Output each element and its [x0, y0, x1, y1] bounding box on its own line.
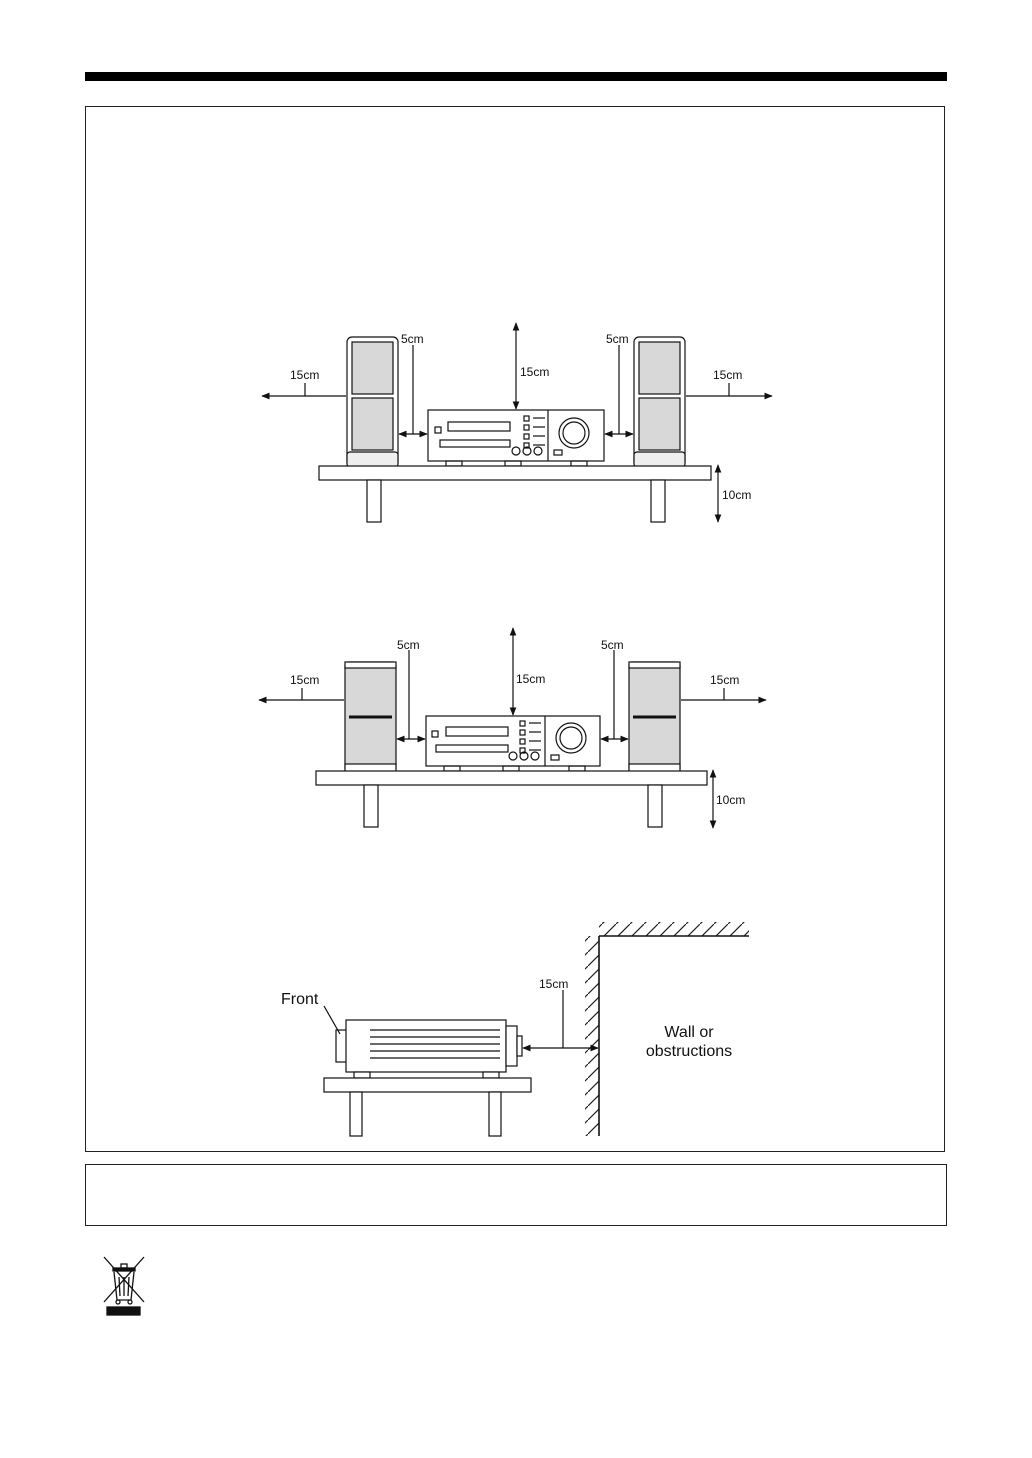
- main-unit-side: [336, 1020, 522, 1078]
- wall-label-line1: Wall or: [664, 1024, 714, 1041]
- d2-below-label: 10cm: [716, 793, 745, 807]
- d2-top-label: 15cm: [516, 672, 545, 686]
- d2-left-gap-label: 5cm: [397, 638, 420, 652]
- crossed-out-wheelie-bin-icon: [104, 1257, 144, 1315]
- main-unit-2: [426, 716, 600, 771]
- diagram-tall-speakers: [262, 323, 772, 522]
- diagram-box-speakers: [259, 628, 766, 828]
- d2-left-outer-label: 15cm: [290, 673, 319, 687]
- d1-left-gap-label: 5cm: [401, 332, 424, 346]
- wall-label-line2: obstructions: [646, 1043, 732, 1060]
- d1-top-label: 15cm: [520, 365, 549, 379]
- d1-right-gap-label: 5cm: [606, 332, 629, 346]
- d1-right-outer-label: 15cm: [713, 368, 742, 382]
- front-label: Front: [281, 991, 319, 1008]
- right-speaker-1: [634, 337, 685, 467]
- right-speaker-2: [629, 662, 680, 772]
- left-speaker-1: [347, 337, 398, 467]
- d2-right-gap-label: 5cm: [601, 638, 624, 652]
- left-speaker-2: [345, 662, 396, 772]
- d1-left-outer-label: 15cm: [290, 368, 319, 382]
- table-side: [324, 1078, 531, 1136]
- d3-rear-gap-label: 15cm: [539, 977, 568, 991]
- d2-right-outer-label: 15cm: [710, 673, 739, 687]
- main-unit-1: [428, 410, 604, 466]
- shelf-1: [319, 466, 711, 522]
- shelf-2: [316, 771, 707, 827]
- d1-below-label: 10cm: [722, 488, 751, 502]
